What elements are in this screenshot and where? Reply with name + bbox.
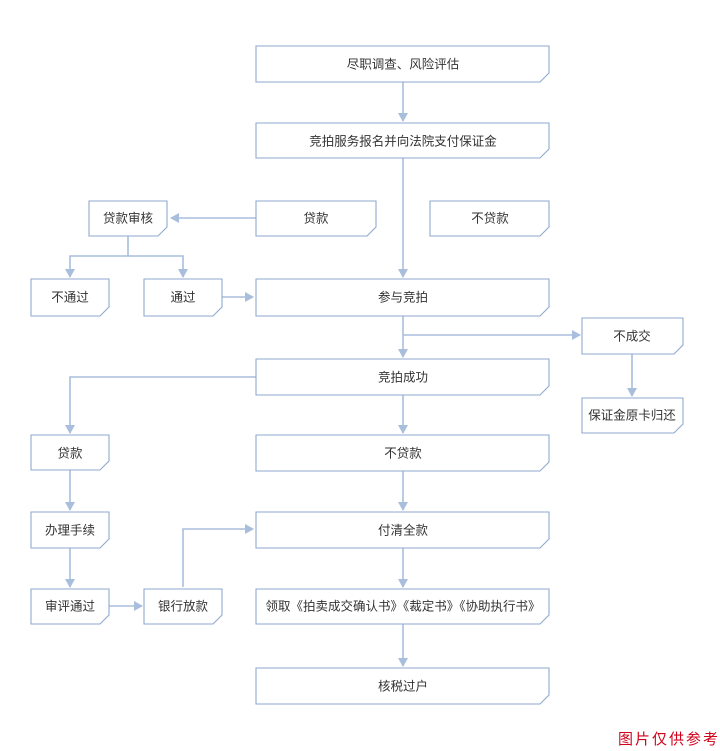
node-label: 不成交	[613, 329, 651, 344]
node-label: 贷款	[57, 446, 83, 461]
node-passed: 通过	[143, 278, 223, 317]
node-label: 办理手续	[45, 523, 95, 538]
arrow-success-to-loan	[65, 376, 256, 434]
node-bank-disbursement: 银行放款	[143, 588, 223, 625]
node-label: 不通过	[51, 290, 89, 305]
node-participate: 参与竞拍	[255, 278, 550, 317]
node-full-payment: 付清全款	[255, 511, 550, 549]
arrow-bank-to-full-payment	[182, 524, 254, 587]
node-label: 不贷款	[384, 446, 422, 461]
node-label: 参与竞拍	[378, 290, 428, 305]
node-loan-top: 贷款	[255, 200, 377, 237]
node-loan-mid: 贷款	[30, 434, 110, 471]
node-label: 保证金原卡归还	[588, 408, 676, 423]
arrow-review-to-passed	[128, 255, 188, 278]
arrow-review-to-not-passed	[65, 236, 129, 278]
node-label: 银行放款	[158, 599, 209, 614]
node-label: 竞拍成功	[378, 370, 428, 385]
node-deposit-return: 保证金原卡归还	[581, 397, 684, 434]
node-label: 贷款审核	[103, 211, 154, 226]
node-label: 不贷款	[471, 211, 509, 226]
node-receive-documents: 领取《拍卖成交确认书》《裁定书》《协助执行书》	[255, 588, 550, 625]
node-label: 贷款	[303, 211, 329, 226]
connectors	[65, 82, 637, 667]
node-loan-review: 贷款审核	[88, 200, 168, 237]
node-no-loan-mid: 不贷款	[255, 434, 550, 472]
node-no-deal: 不成交	[581, 317, 684, 355]
node-due-diligence: 尽职调查、风险评估	[255, 45, 550, 83]
node-label: 竞拍服务报名并向法院支付保证金	[309, 134, 497, 149]
node-tax-transfer: 核税过户	[255, 667, 550, 705]
node-not-passed: 不通过	[30, 278, 110, 317]
node-label: 付清全款	[378, 523, 429, 538]
node-no-loan-top: 不贷款	[429, 200, 550, 237]
node-label: 领取《拍卖成交确认书》《裁定书》《协助执行书》	[265, 599, 540, 614]
node-label: 通过	[170, 290, 196, 305]
node-label: 审评通过	[45, 599, 96, 614]
node-processing: 办理手续	[30, 511, 110, 549]
node-label: 核税过户	[378, 679, 428, 694]
node-label: 尽职调查、风险评估	[347, 57, 460, 72]
node-approval-passed: 审评通过	[30, 588, 110, 625]
node-register-deposit: 竞拍服务报名并向法院支付保证金	[255, 122, 550, 159]
node-auction-success: 竞拍成功	[255, 358, 550, 396]
watermark-text: 图片仅供参考	[617, 730, 720, 748]
